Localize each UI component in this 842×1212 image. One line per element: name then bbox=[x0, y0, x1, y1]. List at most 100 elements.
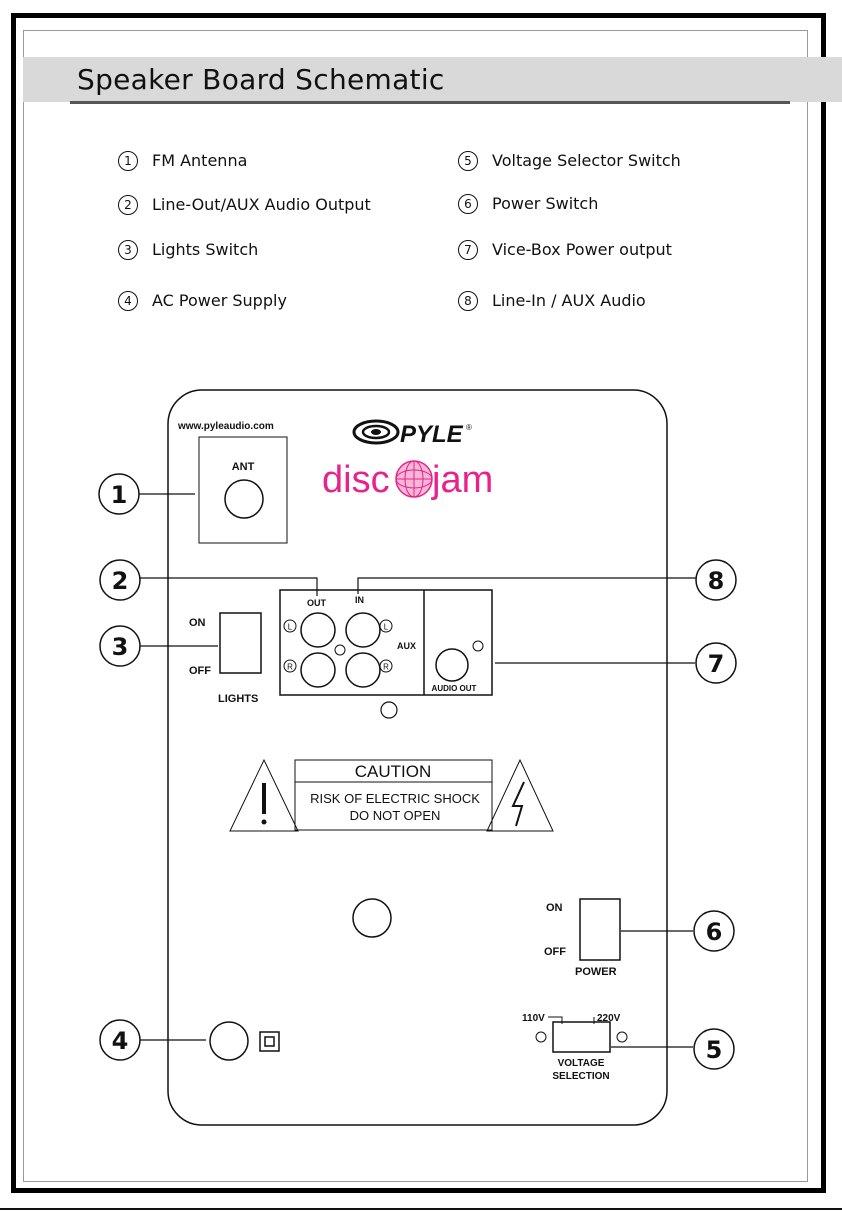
audio-out-jack[interactable] bbox=[435, 648, 469, 682]
antenna-jack[interactable] bbox=[224, 479, 264, 519]
power-switch[interactable] bbox=[579, 898, 621, 961]
warning-triangle-icon bbox=[229, 758, 299, 832]
callout-6: 6 bbox=[693, 910, 735, 952]
callout-circle bbox=[695, 642, 737, 684]
legend-label: Line-In / AUX Audio bbox=[492, 291, 646, 310]
audio-out-label: AUDIO OUT bbox=[432, 684, 477, 693]
callout-circle bbox=[99, 625, 141, 667]
callout-number: 8 bbox=[708, 567, 725, 595]
power-off-label: OFF bbox=[544, 946, 566, 958]
legend-label: AC Power Supply bbox=[152, 291, 287, 310]
lights-label: LIGHTS bbox=[218, 693, 258, 705]
center-mount-hole bbox=[352, 898, 392, 938]
callout-number: 7 bbox=[708, 650, 725, 678]
channel-marker bbox=[283, 619, 297, 633]
callout-number: 5 bbox=[706, 1036, 723, 1064]
bottom-rule bbox=[0, 1208, 842, 1210]
voltage-label-line-1: VOLTAGE bbox=[558, 1058, 605, 1069]
in-label: IN bbox=[355, 595, 364, 605]
power-label: POWER bbox=[575, 966, 617, 978]
registered-mark: ® bbox=[466, 423, 472, 432]
callout-circle bbox=[99, 559, 141, 601]
double-insulation-icon-inner bbox=[264, 1036, 275, 1047]
lights-switch[interactable] bbox=[219, 612, 262, 674]
voltage-selector-switch[interactable] bbox=[552, 1021, 611, 1053]
mount-hole bbox=[380, 701, 398, 719]
out-left-marker: L bbox=[288, 623, 293, 632]
callout-5: 5 bbox=[693, 1028, 735, 1070]
warning-triangle-icon bbox=[486, 758, 554, 832]
legend-label: Voltage Selector Switch bbox=[492, 151, 681, 170]
ac-power-inlet[interactable] bbox=[209, 1021, 249, 1061]
aux-indicator bbox=[334, 644, 346, 656]
discojam-logo: disc jam bbox=[322, 459, 493, 501]
voltage-110-indicator bbox=[535, 1031, 547, 1043]
callout-line bbox=[357, 577, 697, 594]
out-label: OUT bbox=[307, 598, 327, 608]
legend-label: FM Antenna bbox=[152, 151, 248, 170]
legend-label: Vice-Box Power output bbox=[492, 240, 672, 259]
legend-label: Power Switch bbox=[492, 194, 599, 213]
legend-number: 7 bbox=[458, 240, 478, 260]
legend-number: 2 bbox=[118, 195, 138, 215]
out-left-jack[interactable] bbox=[300, 612, 336, 648]
callout-circle bbox=[693, 910, 735, 952]
callout-number: 3 bbox=[112, 633, 129, 661]
in-right-jack[interactable] bbox=[345, 652, 381, 688]
legend-number: 6 bbox=[458, 194, 478, 214]
pyle-logo: PYLE ® bbox=[352, 419, 472, 448]
legend-label: Line-Out/AUX Audio Output bbox=[152, 195, 371, 214]
pyle-logo-swirl-core bbox=[371, 429, 381, 435]
in-right-marker: R bbox=[383, 663, 389, 672]
callout-leaders bbox=[139, 493, 697, 1048]
voltage-220-indicator bbox=[616, 1031, 628, 1043]
callout-4: 4 bbox=[99, 1019, 141, 1061]
disco-ball-line bbox=[404, 460, 424, 498]
legend-item-8: 8 Line-In / AUX Audio bbox=[458, 291, 646, 311]
product-name-right: jam bbox=[431, 459, 493, 501]
audio-out-indicator bbox=[472, 640, 484, 652]
callout-number: 6 bbox=[706, 918, 723, 946]
ant-label: ANT bbox=[232, 461, 255, 473]
lightning-bolt-icon bbox=[511, 781, 525, 827]
legend-item-2: 2 Line-Out/AUX Audio Output bbox=[118, 195, 371, 215]
in-left-jack[interactable] bbox=[345, 612, 381, 648]
caution-line-1: RISK OF ELECTRIC SHOCK bbox=[310, 791, 480, 806]
page-title: Speaker Board Schematic bbox=[77, 63, 445, 96]
callout-3: 3 bbox=[99, 625, 141, 667]
callout-7: 7 bbox=[695, 642, 737, 684]
callout-circle bbox=[695, 559, 737, 601]
antenna-panel bbox=[198, 436, 288, 544]
callout-circle bbox=[99, 1019, 141, 1061]
callout-number: 2 bbox=[112, 567, 129, 595]
lights-on-label: ON bbox=[189, 617, 206, 629]
exclamation-icon-dot bbox=[261, 819, 267, 825]
double-insulation-icon bbox=[259, 1031, 280, 1052]
power-on-label: ON bbox=[546, 902, 563, 914]
product-name-left: disc bbox=[322, 459, 390, 501]
brand-name: PYLE bbox=[400, 421, 464, 448]
channel-marker bbox=[283, 659, 297, 673]
out-right-jack[interactable] bbox=[300, 652, 336, 688]
caution-line-2: DO NOT OPEN bbox=[350, 808, 441, 823]
callout-number: 4 bbox=[112, 1027, 129, 1055]
legend-item-6: 6 Power Switch bbox=[458, 194, 598, 214]
legend-number: 8 bbox=[458, 291, 478, 311]
title-rule bbox=[70, 101, 790, 104]
voltage-220-label: 220V bbox=[597, 1013, 621, 1024]
callout-2: 2 bbox=[99, 559, 141, 601]
title-band bbox=[23, 57, 842, 102]
lights-off-label: OFF bbox=[189, 665, 211, 677]
caution-title: CAUTION bbox=[355, 762, 432, 781]
aux-label: AUX bbox=[397, 641, 416, 651]
callout-1: 1 bbox=[98, 473, 140, 515]
in-left-marker: L bbox=[384, 623, 389, 632]
callout-number: 1 bbox=[111, 481, 128, 509]
out-right-marker: R bbox=[287, 663, 293, 672]
